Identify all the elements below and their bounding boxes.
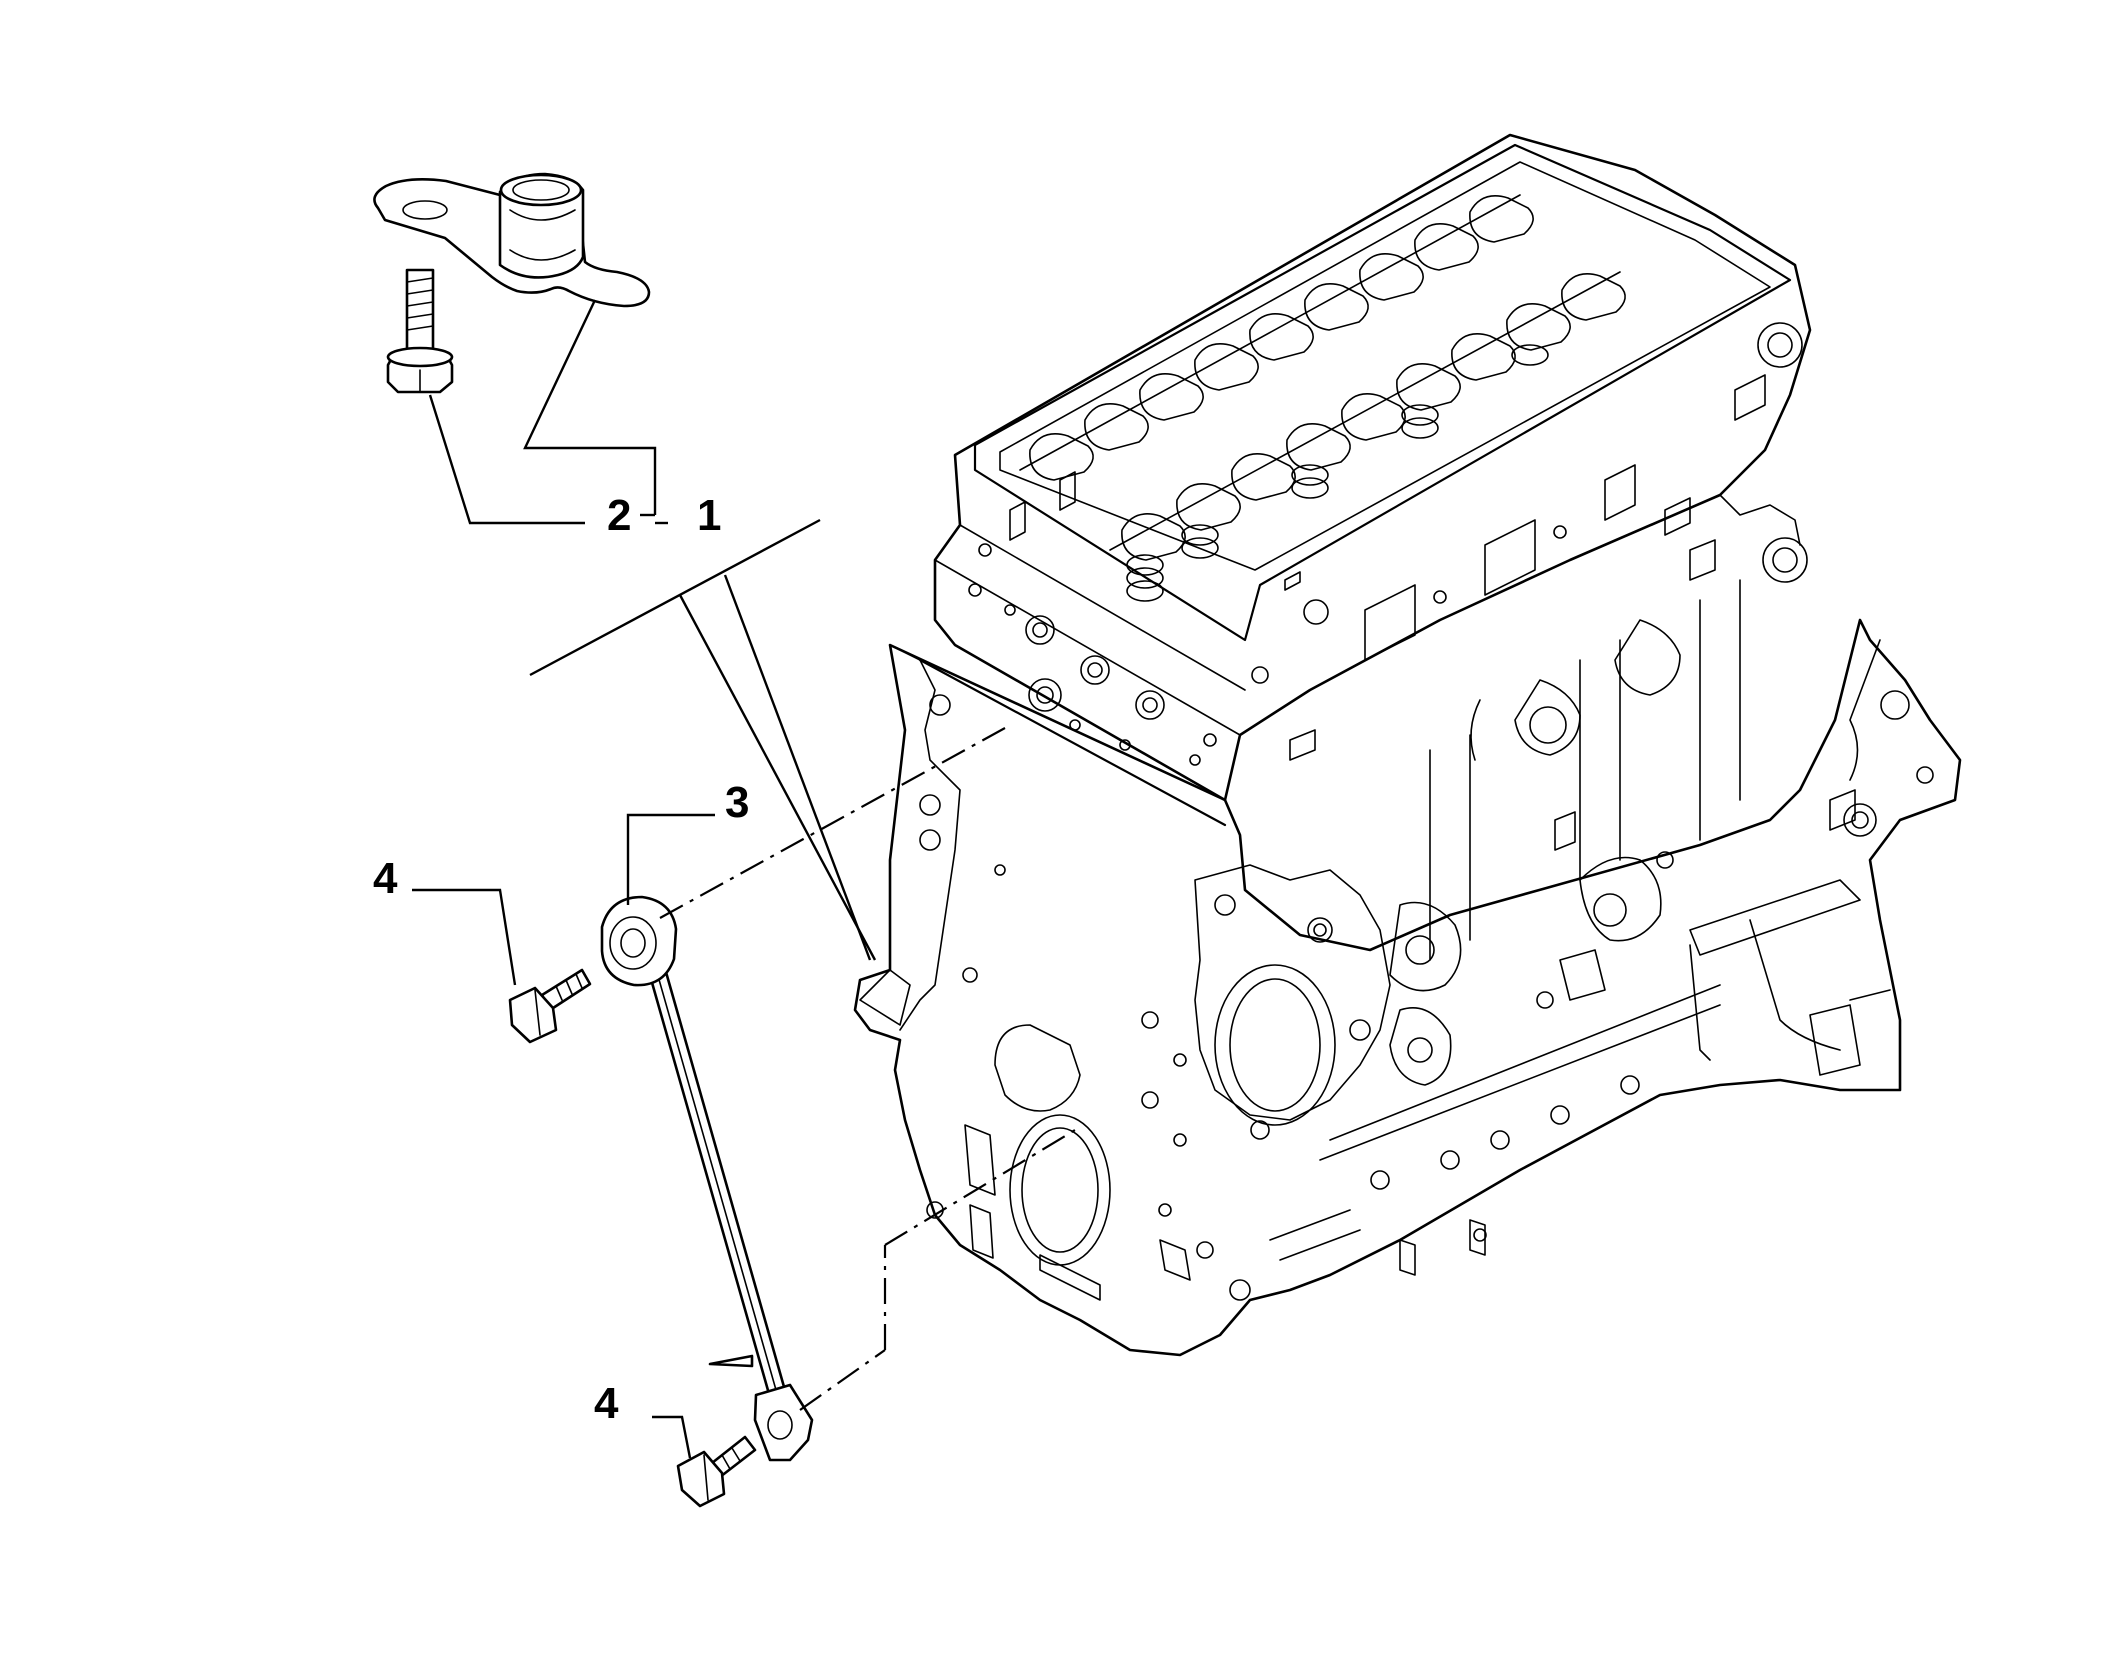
rod-part-3	[600, 895, 814, 1462]
bolt-part-4-upper	[508, 968, 592, 1044]
callout-labels: 1 2 3 4 4	[373, 491, 749, 1428]
leader-lines	[412, 299, 1076, 1459]
callout-4-upper: 4	[373, 854, 398, 903]
bracket-part-1	[373, 172, 651, 308]
block-front-face	[859, 644, 1251, 1301]
crankcase-ribs	[1269, 539, 1934, 1276]
callout-2: 2	[607, 491, 631, 540]
callout-4-lower: 4	[594, 1379, 619, 1428]
engine-block	[853, 133, 1962, 1357]
bolt-part-4-lower	[676, 1435, 757, 1508]
callout-3: 3	[725, 778, 749, 827]
callout-1: 1	[697, 491, 721, 540]
bolt-part-2	[386, 268, 454, 394]
cylinder-head-front	[934, 464, 1636, 766]
rocker-arm-assembly	[1019, 194, 1626, 602]
